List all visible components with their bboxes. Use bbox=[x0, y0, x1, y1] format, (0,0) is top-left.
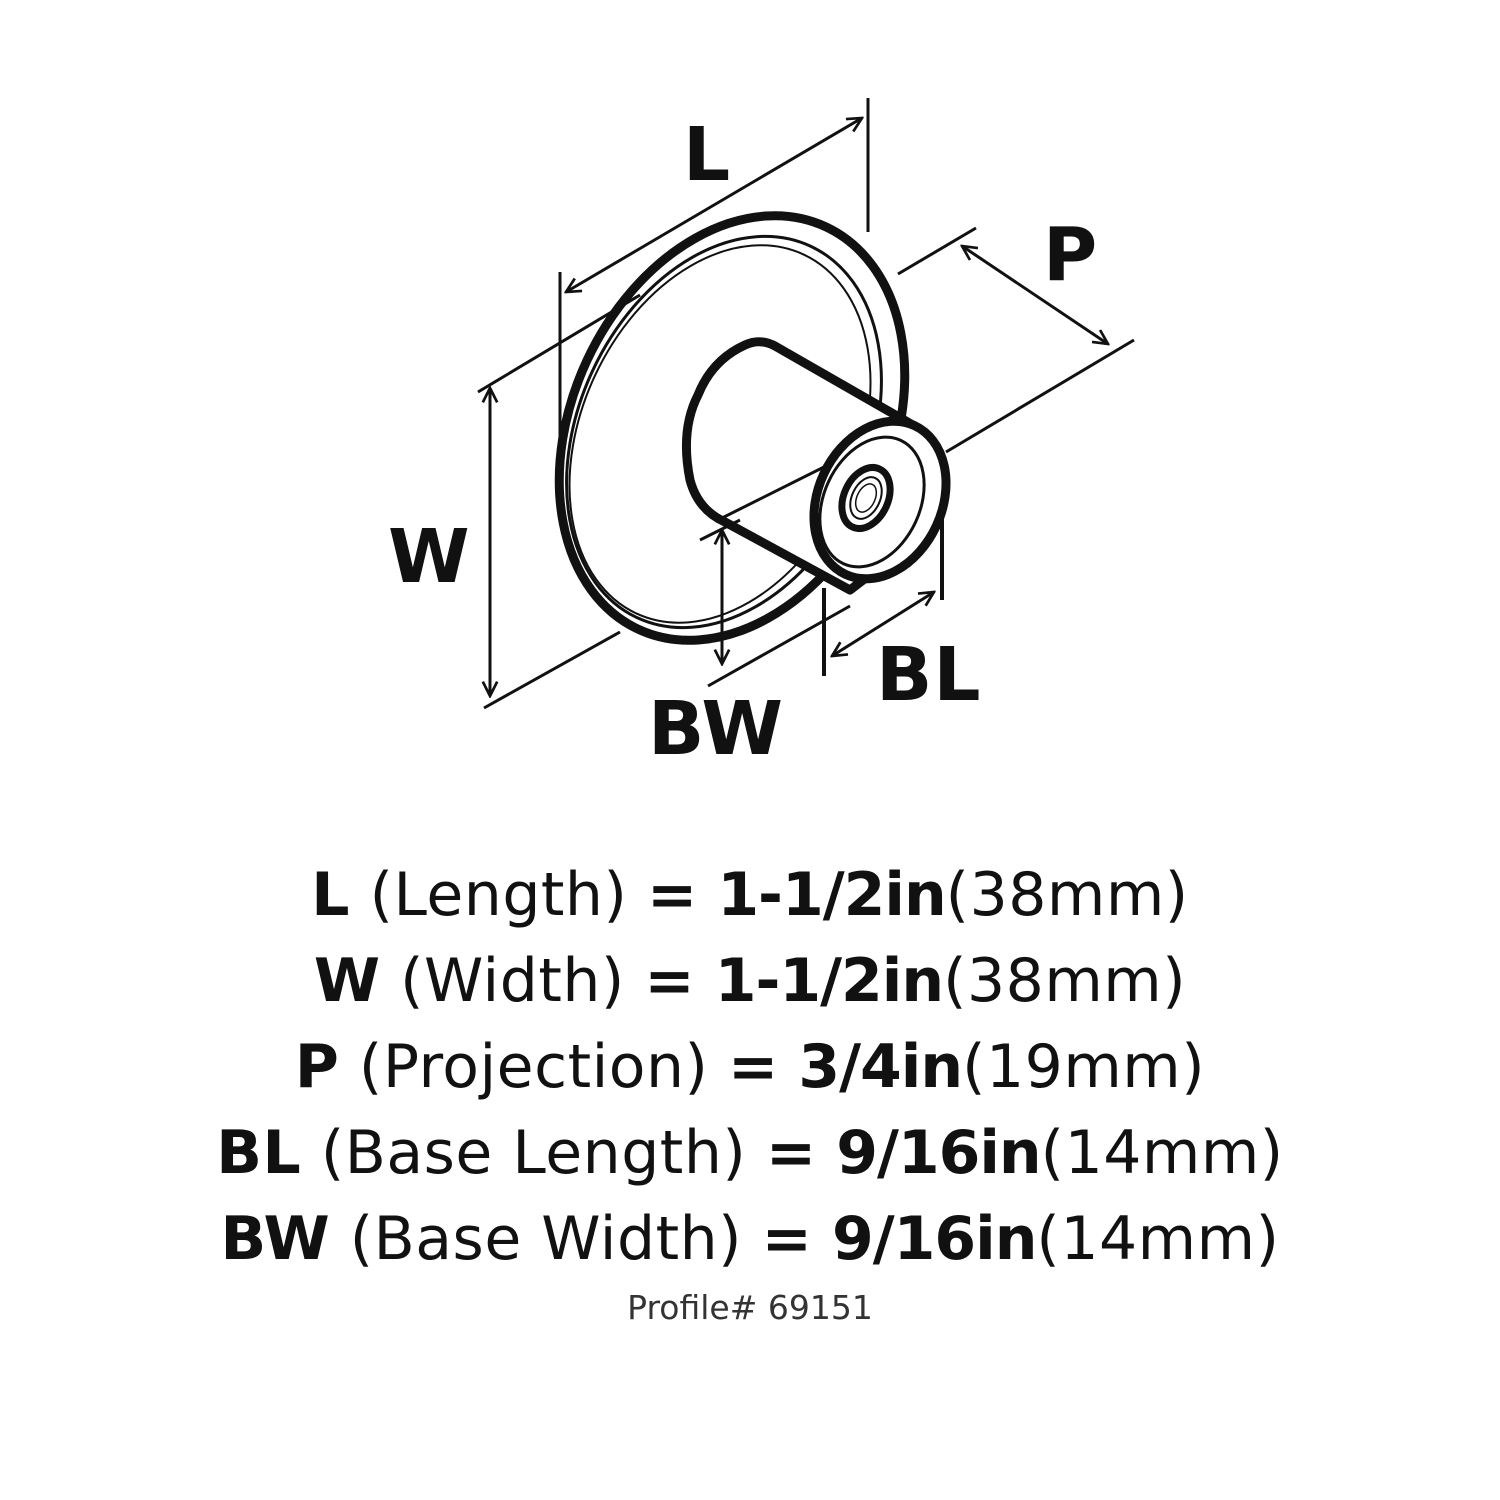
spec-imperial: 3/4in bbox=[798, 1032, 963, 1102]
spec-metric: (14mm) bbox=[1040, 1118, 1284, 1188]
spec-abbr: W bbox=[313, 946, 381, 1016]
spec-equals: = bbox=[728, 1032, 779, 1102]
dimension-spec-list: L (Length) = 1-1/2in(38mm) W (Width) = 1… bbox=[0, 852, 1500, 1282]
spec-abbr: L bbox=[311, 860, 351, 930]
spec-metric: (38mm) bbox=[945, 860, 1189, 930]
spec-equals: = bbox=[761, 1204, 813, 1274]
label-P: P bbox=[1043, 212, 1099, 298]
spec-row-projection: P (Projection) = 3/4in(19mm) bbox=[0, 1024, 1500, 1110]
spec-metric: (19mm) bbox=[962, 1032, 1206, 1102]
spec-imperial: 9/16in bbox=[831, 1204, 1037, 1274]
spec-equals: = bbox=[765, 1118, 817, 1188]
spec-row-base-width: BW (Base Width) = 9/16in(14mm) bbox=[0, 1196, 1500, 1282]
label-W: W bbox=[388, 514, 471, 600]
dimension-BW bbox=[699, 518, 851, 688]
spec-metric: (14mm) bbox=[1036, 1204, 1280, 1274]
spec-abbr: BW bbox=[220, 1204, 331, 1274]
profile-number: Profile# 69151 bbox=[627, 1288, 873, 1327]
spec-row-length: L (Length) = 1-1/2in(38mm) bbox=[0, 852, 1500, 938]
knob-end-face bbox=[809, 416, 951, 584]
spec-imperial: 1-1/2in bbox=[717, 860, 946, 930]
label-BW: BW bbox=[648, 686, 784, 772]
spec-name: (Length) bbox=[369, 860, 628, 930]
spec-imperial: 9/16in bbox=[836, 1118, 1041, 1188]
label-BL: BL bbox=[876, 632, 982, 718]
spec-abbr: P bbox=[294, 1032, 340, 1102]
dimension-P bbox=[897, 226, 1135, 454]
dimension-BL bbox=[822, 510, 944, 676]
knob-dimension-drawing bbox=[477, 98, 1135, 710]
dimension-L bbox=[558, 98, 870, 448]
spec-name: (Base Length) bbox=[320, 1118, 747, 1188]
spec-name: (Width) bbox=[400, 946, 625, 1016]
spec-abbr: BL bbox=[216, 1118, 302, 1188]
spec-imperial: 1-1/2in bbox=[714, 946, 944, 1016]
spec-equals: = bbox=[646, 860, 698, 930]
spec-equals: = bbox=[644, 946, 696, 1016]
spec-metric: (38mm) bbox=[943, 946, 1187, 1016]
dimension-W bbox=[477, 293, 641, 710]
spec-name: (Projection) bbox=[358, 1032, 709, 1102]
label-L: L bbox=[683, 112, 732, 198]
spec-row-width: W (Width) = 1-1/2in(38mm) bbox=[0, 938, 1500, 1024]
spec-row-base-length: BL (Base Length) = 9/16in(14mm) bbox=[0, 1110, 1500, 1196]
spec-name: (Base Width) bbox=[349, 1204, 743, 1274]
